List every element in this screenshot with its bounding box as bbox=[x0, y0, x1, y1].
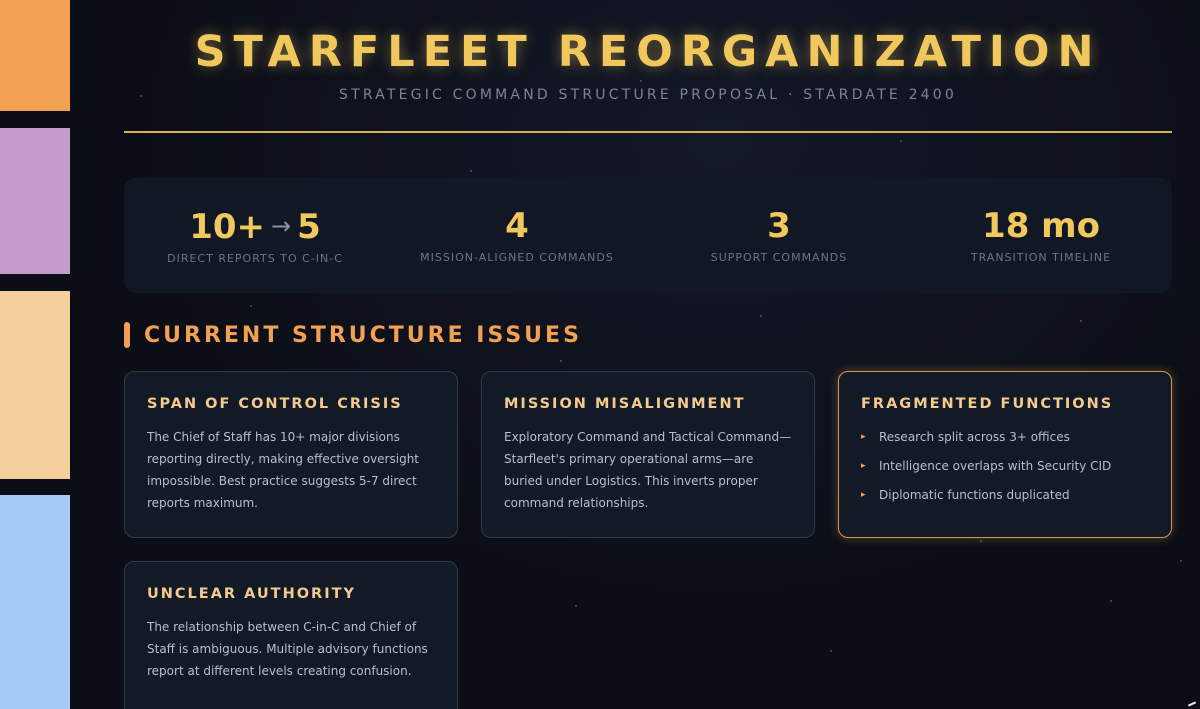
lcars-bar-purple bbox=[0, 128, 70, 274]
stat-value: 4 bbox=[505, 206, 529, 246]
issue-card-mission-misalignment: MISSION MISALIGNMENT Exploratory Command… bbox=[481, 371, 815, 538]
issue-cards-grid: SPAN OF CONTROL CRISIS The Chief of Staf… bbox=[124, 371, 1172, 709]
issue-card-unclear-authority: UNCLEAR AUTHORITY The relationship betwe… bbox=[124, 561, 458, 709]
header-divider bbox=[124, 131, 1172, 133]
stat-label: SUPPORT COMMANDS bbox=[710, 251, 848, 264]
card-title: MISSION MISALIGNMENT bbox=[504, 396, 746, 412]
stat-support-commands: 3 SUPPORT COMMANDS bbox=[648, 207, 910, 264]
stat-value: 3 bbox=[767, 206, 791, 246]
section-header: CURRENT STRUCTURE ISSUES bbox=[124, 321, 1172, 349]
stat-value: 18 mo bbox=[982, 206, 1100, 246]
stat-value-from: 10+ bbox=[189, 206, 266, 247]
stat-label: MISSION-ALIGNED COMMANDS bbox=[420, 251, 614, 264]
list-item-text: Diplomatic functions duplicated bbox=[879, 488, 1070, 502]
stats-panel: 10+→5 DIRECT REPORTS TO C-IN-C 4 MISSION… bbox=[124, 178, 1172, 293]
stat-mission-commands: 4 MISSION-ALIGNED COMMANDS bbox=[386, 207, 648, 264]
page-title: STARFLEET REORGANIZATION bbox=[194, 27, 1102, 77]
arrow-right-icon: → bbox=[271, 211, 292, 240]
stat-value-to: 5 bbox=[297, 206, 321, 247]
card-body: Exploratory Command and Tactical Command… bbox=[504, 430, 792, 510]
triangle-bullet-icon: ▸ bbox=[861, 432, 866, 442]
list-item-text: Intelligence overlaps with Security CID bbox=[879, 459, 1112, 473]
list-item: ▸ Research split across 3+ offices bbox=[861, 426, 1149, 448]
page-subtitle: STRATEGIC COMMAND STRUCTURE PROPOSAL · S… bbox=[338, 87, 958, 103]
main-content: STARFLEET REORGANIZATION STRATEGIC COMMA… bbox=[124, 0, 1172, 709]
card-title: UNCLEAR AUTHORITY bbox=[147, 586, 356, 602]
section-accent-bar bbox=[124, 322, 130, 348]
stat-label: TRANSITION TIMELINE bbox=[970, 251, 1112, 264]
card-title: FRAGMENTED FUNCTIONS bbox=[861, 396, 1114, 412]
issue-card-span-of-control: SPAN OF CONTROL CRISIS The Chief of Staf… bbox=[124, 371, 458, 538]
issue-card-fragmented-functions: FRAGMENTED FUNCTIONS ▸ Research split acr… bbox=[838, 371, 1172, 538]
stat-label: DIRECT REPORTS TO C-IN-C bbox=[167, 251, 343, 265]
triangle-bullet-icon: ▸ bbox=[861, 490, 866, 500]
list-item-text: Research split across 3+ offices bbox=[879, 430, 1070, 444]
card-body: The Chief of Staff has 10+ major divisio… bbox=[147, 430, 419, 510]
stat-transition-timeline: 18 mo TRANSITION TIMELINE bbox=[910, 207, 1172, 264]
list-item: ▸ Diplomatic functions duplicated bbox=[861, 484, 1149, 506]
lcars-bar-blue bbox=[0, 495, 70, 709]
card-list: ▸ Research split across 3+ offices ▸ Intel… bbox=[861, 426, 1149, 506]
lcars-bar-orange bbox=[0, 0, 70, 111]
stat-value: 10+→5 bbox=[124, 207, 386, 246]
card-body: The relationship between C-in-C and Chie… bbox=[147, 620, 428, 678]
corner-mark bbox=[1187, 701, 1197, 707]
stat-direct-reports: 10+→5 DIRECT REPORTS TO C-IN-C bbox=[124, 207, 386, 265]
triangle-bullet-icon: ▸ bbox=[861, 461, 866, 471]
card-title: SPAN OF CONTROL CRISIS bbox=[147, 396, 403, 412]
section-title: CURRENT STRUCTURE ISSUES bbox=[144, 322, 582, 348]
lcars-bar-peach bbox=[0, 291, 70, 479]
list-item: ▸ Intelligence overlaps with Security CID bbox=[861, 455, 1149, 477]
